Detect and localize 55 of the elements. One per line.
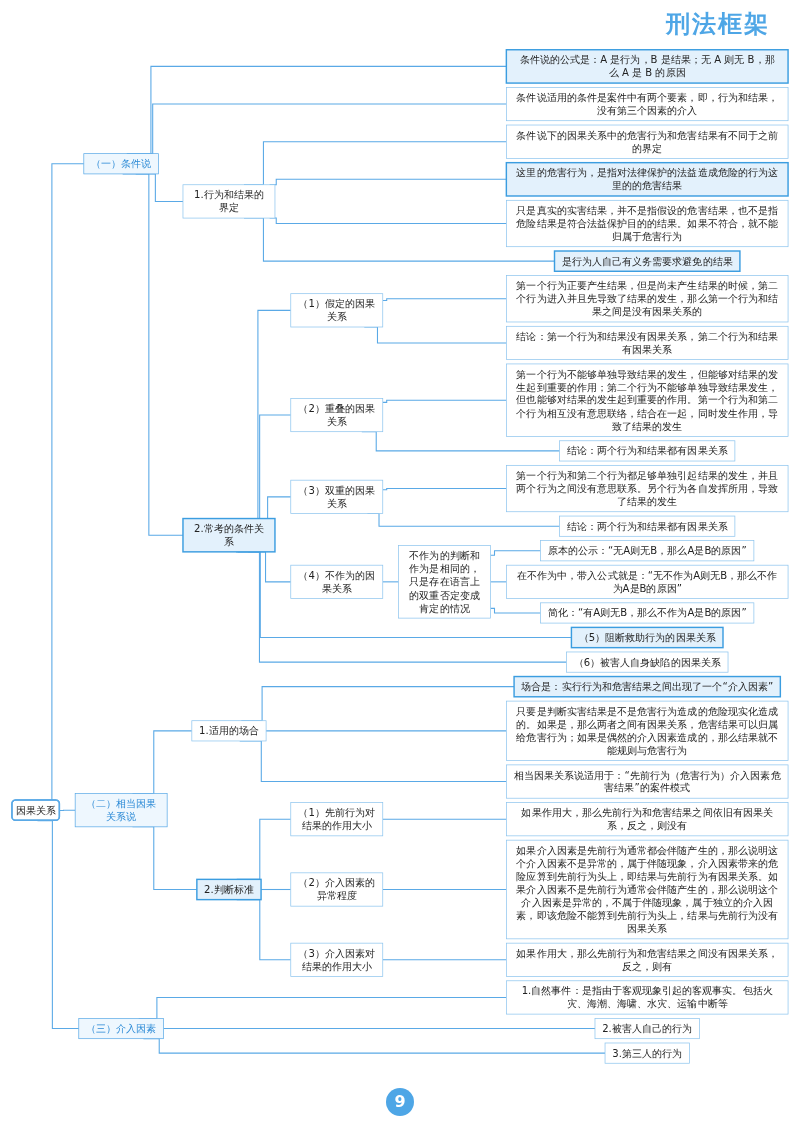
node-box: （3）介入因素对结果的作用大小: [290, 942, 384, 977]
node-box: （1）先前行为对结果的作用大小: [290, 802, 384, 837]
node-box: （1）假定的因果关系: [290, 293, 384, 328]
node-box: （三）介入因素: [78, 1018, 164, 1040]
connector: [490, 607, 542, 614]
connector: [382, 298, 507, 302]
node-box: 第一个行为不能够单独导致结果的发生，但能够对结果的发生起到重要的作用；第二个行为不能够单独导致结果发生，但也能够对结果的发生起到重要的作用。第一个行为和第二个行为相互没有意思联络，结合在一起，同时发生作用，导致了结果的发生: [506, 363, 789, 437]
node-box: （4）不作为的因果关系: [290, 564, 384, 599]
connector: [382, 888, 507, 891]
node-box: 简化：“有A则无B，那么不作为A是B的原因”: [540, 602, 755, 624]
connector: [382, 488, 507, 491]
node-box: 场合是：实行行为和危害结果之间出现了一个“介入因素”: [513, 675, 782, 698]
connector: [490, 550, 542, 556]
node-box: 在不作为中，带入公式就是：“无不作为A则无B，那么不作为A是B的原因”: [506, 564, 789, 599]
node-box: （5）阻断救助行为的因果关系: [570, 626, 724, 649]
node-box: 条件说适用的条件是案件中有两个要素，即，行为和结果，没有第三个因素的介入: [506, 87, 789, 122]
node-box: 如果介入因素是先前行为通常都会伴随产生的，那么说明这个介入因素不是异常的，属于伴随现象，介入因素带来的危险应算到先前行为头上，即结果与先前行为有因果关系。如果介入因素不是先前行为通常会伴随产生的，那么说明这个介入因素是异常的，不属于伴随现象，属于独立的介入因素，即该危险不能算到先前行为头上，结果与先前行为没有因果关系: [506, 839, 789, 940]
node-box: （一）条件说: [83, 153, 159, 175]
node-box: 第一个行为正要产生结果，但是尚未产生结果的时候，第二个行为进入并且先导致了结果的发生，那么第一个行为和结果之间是没有因果关系的: [506, 275, 789, 323]
node-box: （6）被害人自身缺陷的因果关系: [566, 651, 729, 673]
node-box: 第一个行为和第二个行为都足够单独引起结果的发生，并且两个行为之间没有意思联系。另个行为各自发挥所用，导致了结果的发生: [506, 465, 789, 513]
connector: [490, 581, 507, 583]
connector: [382, 399, 507, 403]
node-box: 2.判断标准: [196, 878, 262, 901]
node-box: 条件说的公式是：A 是行为，B 是结果；无 A 则无 B，那么 A 是 B 的原因: [505, 49, 789, 84]
node-box: 不作为的判断和作为是相同的，只是存在语言上的双重否定变成肯定的情况: [398, 545, 491, 619]
node-box: 如果作用大，那么先前行为和危害结果之间依旧有因果关系，反之，则没有: [506, 802, 789, 837]
node-box: 1.行为和结果的界定: [182, 184, 276, 219]
node-box: 只是真实的实害结果，并不是指假设的危害结果，也不是指危险结果是符合法益保护目的的结果。如果不符合，就不能归属于危害行为: [506, 199, 789, 248]
node-box: 结论：两个行为和结果都有因果关系: [559, 515, 736, 537]
node-box: 2.常考的条件关系: [182, 517, 276, 553]
node-box: 1.自然事件：是指由于客观现象引起的客观事实。包括火灾、海潮、海啸、水灾、运输中断等: [506, 980, 789, 1015]
node-box: （2）介入因素的异常程度: [290, 872, 384, 907]
node-box: 原本的公示：“无A则无B，那么A是B的原因”: [540, 540, 755, 562]
connector: [265, 730, 507, 732]
node-box: （2）重叠的因果关系: [290, 398, 384, 433]
node-box: 这里的危害行为，是指对法律保护的法益造成危险的行为这里的的危害结果: [505, 161, 789, 197]
node-box: 是行为人自己有义务需要求避免的结果: [553, 250, 741, 272]
node-box: 1.适用的场合: [191, 720, 267, 742]
page-number: 9: [386, 1088, 414, 1116]
node-box: 3.第三人的行为: [604, 1042, 690, 1064]
node-box: 条件说下的因果关系中的危害行为和危害结果有不同于之前的界定: [506, 124, 789, 159]
node-box: 结论：两个行为和结果都有因果关系: [559, 440, 736, 462]
node-box: （3）双重的因果关系: [290, 479, 384, 514]
node-box: 2.被害人自己的行为: [594, 1018, 700, 1040]
page-header: 刑法框架: [666, 9, 770, 40]
node-box: 结论：第一个行为和结果没有因果关系，第二个行为和结果有因果关系: [506, 325, 789, 360]
connector: [163, 1028, 596, 1030]
node-box: 相当因果关系说适用于：“先前行为（危害行为）介入因素危害结果”的案件模式: [506, 764, 789, 799]
node-box: （二）相当因果关系说: [74, 793, 168, 828]
node-box: 如果作用大，那么先前行为和危害结果之间没有因果关系，反之，则有: [506, 942, 789, 977]
connector: [382, 581, 400, 583]
connector: [382, 959, 507, 961]
node-box: 只要是判断实害结果是不是危害行为造成的危险现实化造成的。如果是，那么两者之间有因果关系，危害结果可以归属给危害行为；如果是偶然的介入因素造成的，那么结果就不能规则与危害行为: [506, 700, 789, 761]
connector: [382, 818, 507, 820]
